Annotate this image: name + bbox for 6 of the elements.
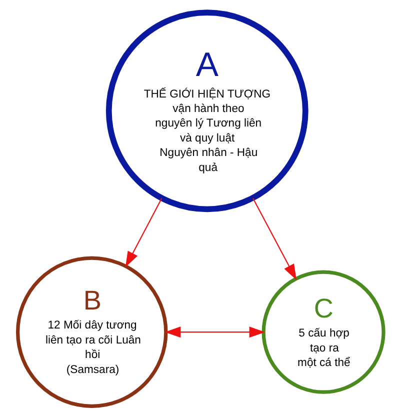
arrow (164, 326, 265, 338)
node-circle: A THẾ GIỚI HIỆN TƯỢNG vận hành theo nguyên lý Tương liên và quy luật Nguyên nhân - Hậu quả (105, 10, 308, 212)
node-circle: B 12 Mối dây tương liên tạo ra cõi Luân hồi (Samsara) (15, 256, 168, 408)
arrow (252, 198, 296, 280)
node-circle: C 5 cấu hợp tạo ra một cá thể (261, 270, 385, 394)
arrow (124, 198, 162, 268)
